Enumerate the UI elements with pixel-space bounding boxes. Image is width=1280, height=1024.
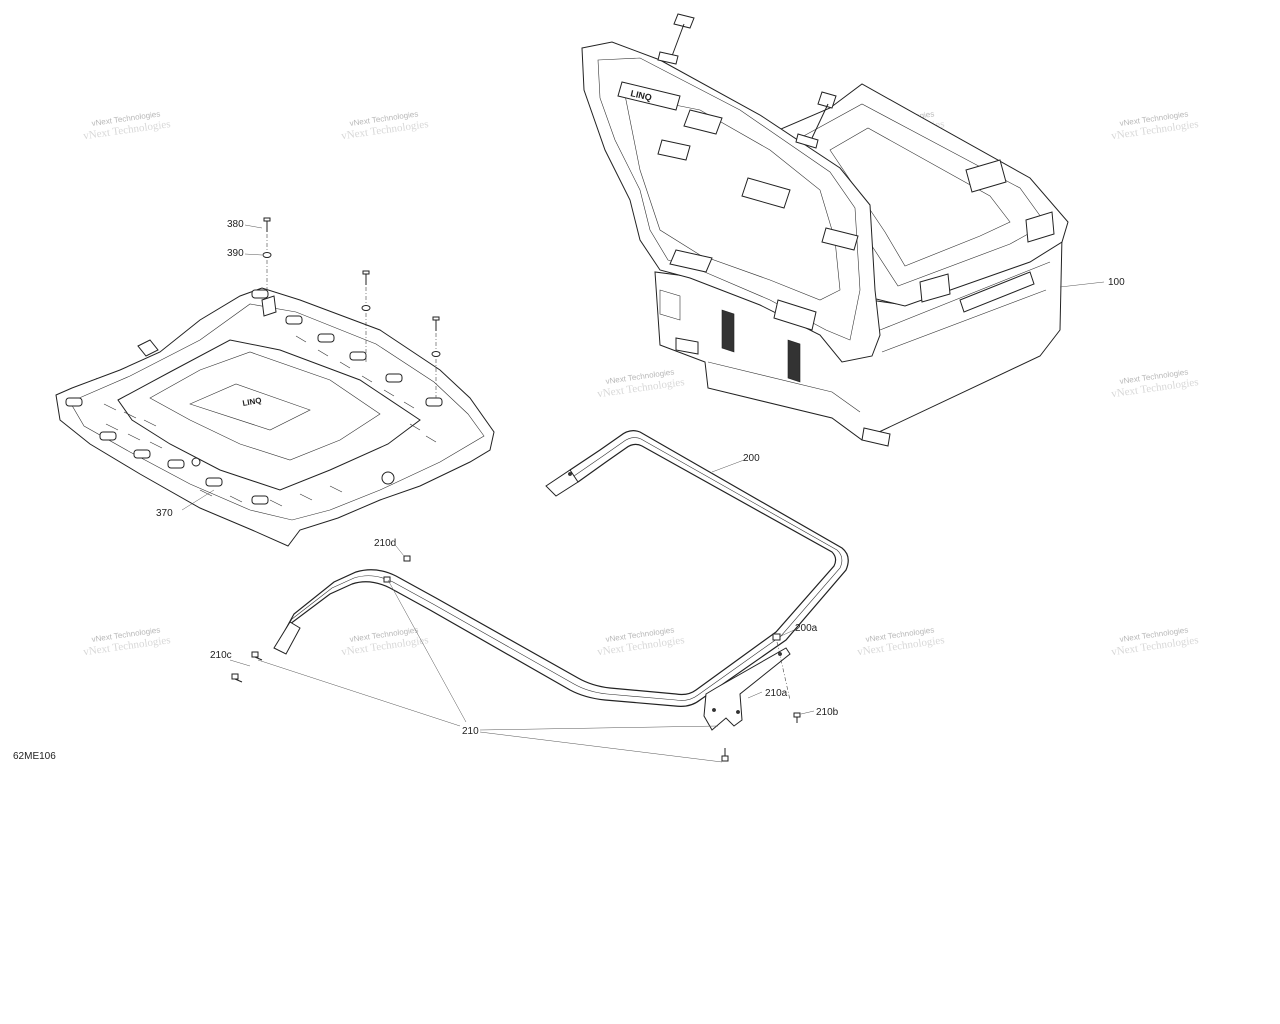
screw-210b[interactable] [793, 712, 801, 723]
frame-200[interactable] [273, 430, 849, 731]
watermark: vNext Technologies vNext Technologies [597, 367, 686, 400]
callout-200: 200 [743, 453, 760, 464]
callout-100: 100 [1108, 277, 1125, 288]
watermark: vNext Technologies vNext Technologies [83, 625, 172, 658]
nut-200a[interactable] [772, 633, 781, 641]
watermark: vNext Technologies vNext Technologies [83, 109, 172, 142]
rack-plate-370[interactable]: LINQ [55, 287, 495, 547]
watermark: vNext Technologies vNext Technologies [341, 625, 430, 658]
rack-slots [65, 289, 443, 505]
callout-210d: 210d [374, 538, 396, 549]
bolt-380[interactable] [362, 270, 370, 285]
callout-210c: 210c [210, 650, 232, 661]
watermark: vNext Technologies vNext Technologies [857, 625, 946, 658]
callout-380: 380 [227, 219, 244, 230]
watermark: vNext Technologies vNext Technologies [597, 625, 686, 658]
cargo-box-100[interactable]: LINQ [581, 13, 1069, 447]
watermark: vNext Technologies vNext Technologies [1111, 367, 1200, 400]
bolt-380[interactable] [263, 217, 271, 232]
watermark: vNext Technologies vNext Technologies [1111, 109, 1200, 142]
watermark: vNext Technologies vNext Technologies [341, 109, 430, 142]
watermark: vNext Technologies vNext Technologies [1111, 625, 1200, 658]
callout-370: 370 [156, 508, 173, 519]
figure-code: 62ME106 [13, 751, 56, 762]
callout-390: 390 [227, 248, 244, 259]
bolt-380[interactable] [432, 316, 440, 331]
callout-210: 210 [462, 726, 479, 737]
screw-210[interactable] [231, 576, 729, 762]
callout-210a: 210a [765, 688, 788, 699]
callout-210b: 210b [816, 707, 839, 718]
callout-200a: 200a [795, 623, 818, 634]
nut-210d[interactable] [403, 555, 411, 562]
box-logo: LINQ [630, 88, 653, 103]
rack-logo: LINQ [242, 396, 262, 408]
washer-390[interactable] [262, 252, 441, 357]
